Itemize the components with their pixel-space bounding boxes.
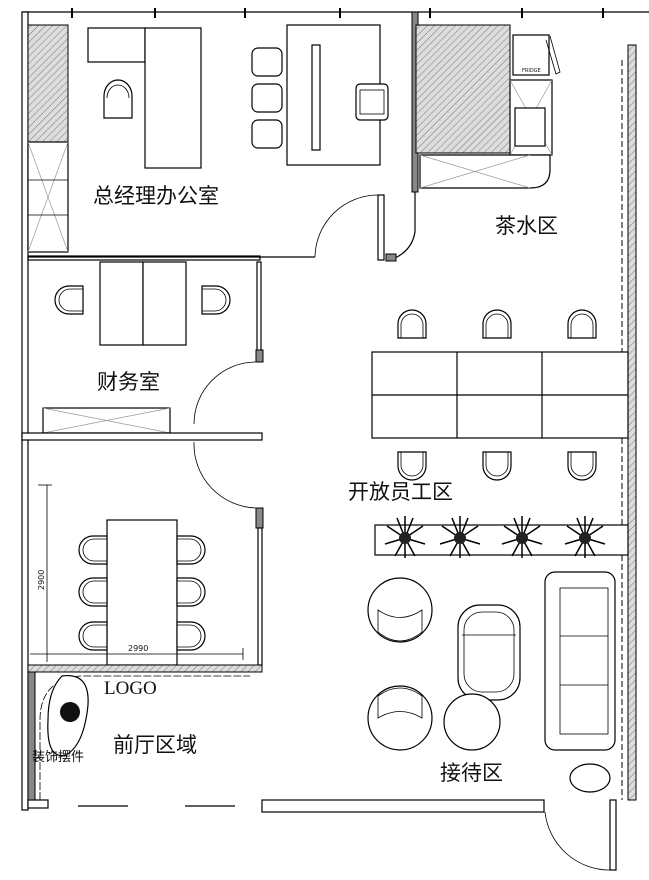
logo-label: LOGO: [104, 678, 157, 699]
room-label-open-work: 开放员工区: [348, 480, 453, 504]
meeting-room: 2900 2990: [27, 441, 264, 673]
fridge-label: FRIDGE: [522, 68, 541, 74]
gm-desk: [144, 27, 202, 169]
open-work-area: 开放员工区: [348, 309, 629, 559]
dimension-vertical: 2900: [37, 570, 46, 590]
finance-room: 财务室: [21, 255, 264, 441]
decoration-label: 装饰摆件: [32, 750, 84, 765]
room-label-tea-area: 茶水区: [495, 214, 558, 238]
room-label-gm-office: 总经理办公室: [93, 184, 219, 208]
lobby: LOGO 装饰摆件 前厅区域: [27, 671, 250, 801]
sofa: [544, 571, 616, 751]
tea-area: FRIDGE 茶水区: [415, 24, 561, 238]
workstations: [371, 351, 629, 439]
dimension-horizontal: 2990: [128, 644, 148, 653]
room-label-lobby: 前厅区域: [113, 733, 197, 757]
gm-office: 总经理办公室: [27, 11, 419, 262]
reception-area: 接待区: [367, 571, 616, 793]
meeting-door[interactable]: [193, 441, 257, 509]
meeting-table: [106, 519, 178, 666]
fridge: [512, 34, 550, 76]
gm-door[interactable]: [314, 194, 379, 258]
desk-return: [87, 27, 146, 63]
armchair: [367, 577, 433, 643]
round-table: [443, 693, 501, 751]
armchair: [367, 685, 433, 751]
room-label-reception: 接待区: [440, 761, 503, 785]
entrance-door[interactable]: [544, 811, 611, 871]
finance-door[interactable]: [193, 361, 257, 425]
room-label-finance: 财务室: [97, 370, 160, 394]
